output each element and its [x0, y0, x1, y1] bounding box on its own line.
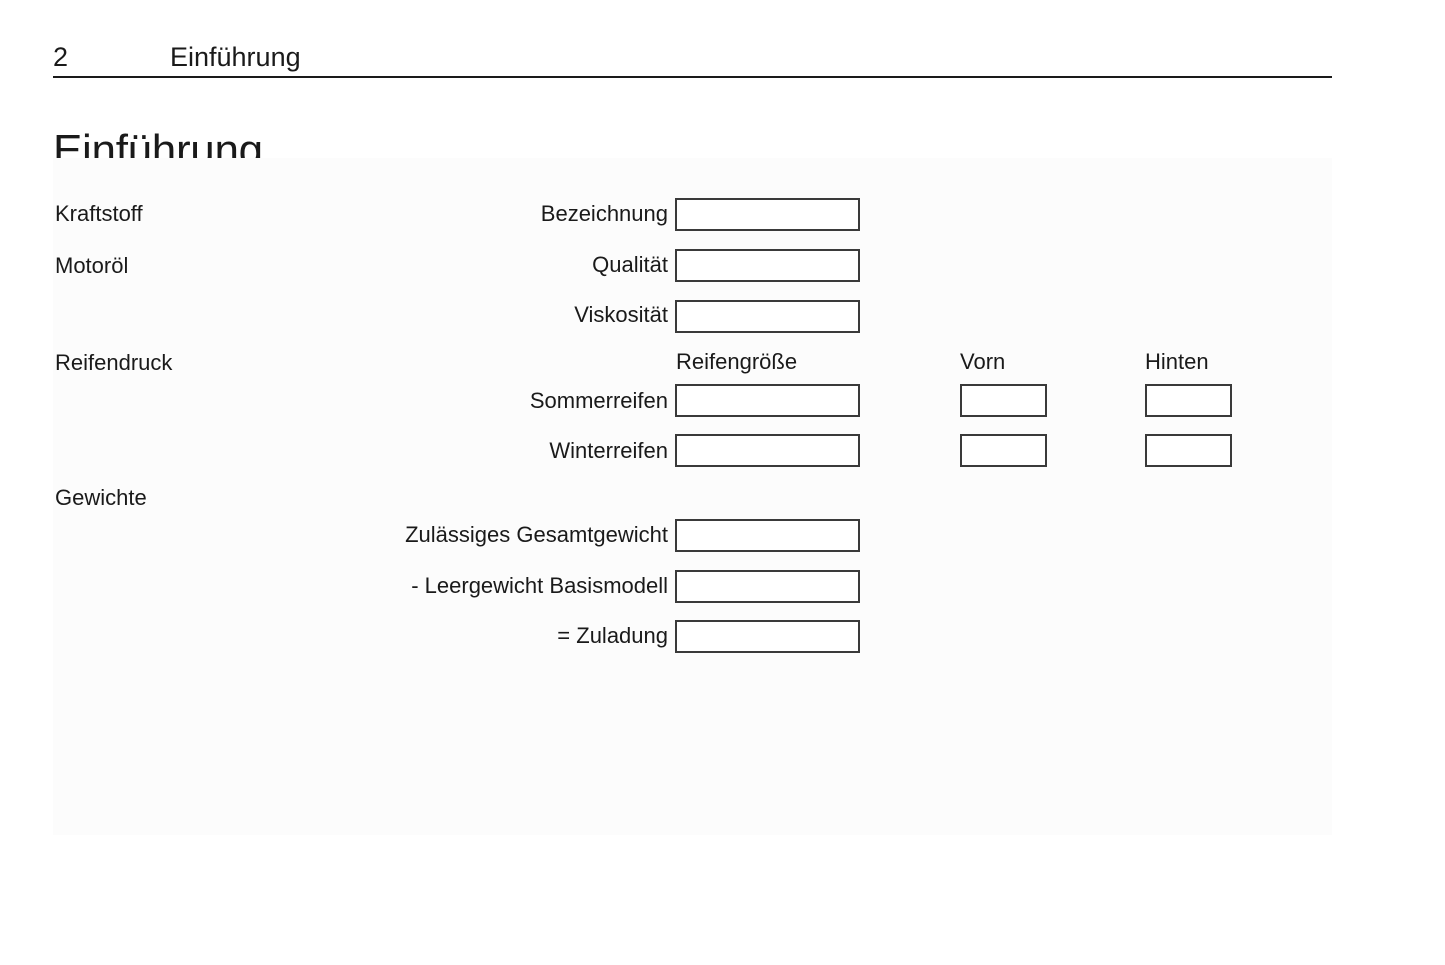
field-label-viskositaet: Viskosität [574, 302, 668, 327]
field-input-qualitaet[interactable] [675, 249, 860, 282]
field-label-sommerreifen: Sommerreifen [529, 388, 668, 413]
field-label-zuladung: = Zuladung [557, 623, 668, 648]
field-input-bezeichnung[interactable] [675, 198, 860, 231]
page-number: 2 [53, 42, 69, 72]
field-label-qualitaet: Qualität [592, 252, 668, 277]
field-label-winterreifen: Winterreifen [549, 438, 668, 463]
field-label-leergewicht-basismodell: - Leergewicht Basismodell [411, 573, 668, 598]
column-header-reifengroesse: Reifengröße [676, 349, 798, 374]
section-label-gewichte: Gewichte [55, 485, 147, 510]
section-label-reifendruck: Reifendruck [55, 350, 173, 375]
column-header-vorn: Vorn [960, 349, 1006, 374]
field-input-sommerreifen-groesse[interactable] [675, 384, 860, 417]
field-input-zuladung[interactable] [675, 620, 860, 653]
running-head-section-name: Einführung [170, 42, 301, 72]
section-label-kraftstoff: Kraftstoff [55, 201, 143, 226]
section-label-motoroel: Motoröl [55, 253, 129, 278]
field-input-viskositaet[interactable] [675, 300, 860, 333]
field-input-winterreifen-vorn[interactable] [960, 434, 1047, 467]
field-input-sommerreifen-hinten[interactable] [1145, 384, 1232, 417]
vehicle-data-form-panel: Kraftstoff Motoröl Reifendruck Gewichte … [53, 158, 1332, 835]
field-input-winterreifen-hinten[interactable] [1145, 434, 1232, 467]
field-label-zulaessiges-gesamtgewicht: Zulässiges Gesamtgewicht [405, 522, 668, 547]
field-input-sommerreifen-vorn[interactable] [960, 384, 1047, 417]
field-input-winterreifen-groesse[interactable] [675, 434, 860, 467]
field-label-bezeichnung: Bezeichnung [540, 201, 668, 226]
column-header-hinten: Hinten [1145, 349, 1209, 374]
field-input-leergewicht-basismodell[interactable] [675, 570, 860, 603]
field-input-zulaessiges-gesamtgewicht[interactable] [675, 519, 860, 552]
running-head: 2 Einführung [53, 40, 1332, 78]
